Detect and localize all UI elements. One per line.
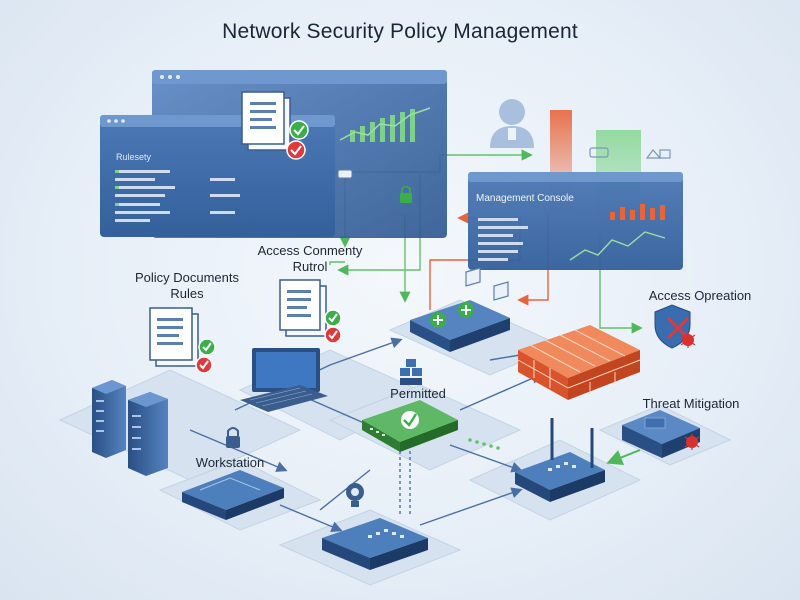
diagram-title: Network Security Policy Management xyxy=(222,20,578,43)
deny-icon xyxy=(286,140,306,160)
document-icon xyxy=(241,91,291,151)
link-blue-3 xyxy=(459,373,543,411)
access-control-line2: Rutrol xyxy=(292,259,328,274)
link-blue-4 xyxy=(449,444,523,473)
core-router xyxy=(410,300,510,352)
deny-icon xyxy=(324,326,342,344)
policy-documents-line2: Rules xyxy=(170,286,204,301)
camera-icon xyxy=(346,483,364,507)
link-blue-6 xyxy=(279,504,343,532)
access-control-line1: Access Conmenty xyxy=(257,243,363,258)
server-icon xyxy=(92,380,168,476)
ruleset-rows xyxy=(115,170,240,222)
threat-mitigation-label: Threat Mitigation xyxy=(642,396,740,411)
access-control-label: Access Conmenty Rutrol xyxy=(240,243,380,275)
link-blue-7 xyxy=(319,469,371,511)
firewall-icon xyxy=(517,325,641,400)
permitted-label: Permitted xyxy=(390,386,446,401)
permitted-switch xyxy=(362,400,458,452)
monitor-icon xyxy=(240,348,328,412)
router-icon xyxy=(322,518,428,570)
deny-icon xyxy=(195,356,213,374)
link-green-7 xyxy=(606,449,641,465)
link-green-3 xyxy=(329,261,345,265)
link-blue-8 xyxy=(419,487,523,526)
router-mini-icon xyxy=(337,169,353,179)
server-mini-icons xyxy=(465,267,509,301)
management-console-panel xyxy=(468,172,683,270)
bug-icon xyxy=(680,332,696,348)
management-console-title: Management Console xyxy=(476,193,574,204)
user-icon xyxy=(490,99,534,148)
rulesets-panel-title: Rulesety xyxy=(116,152,152,162)
check-icon xyxy=(289,120,309,140)
check-icon xyxy=(324,309,342,327)
shield-icon xyxy=(654,304,691,349)
document-icon xyxy=(149,307,199,367)
check-icon xyxy=(198,338,216,356)
router-icon xyxy=(515,418,605,502)
link-blue-5 xyxy=(189,429,288,472)
cube-stack-icon xyxy=(400,359,422,385)
policy-documents-line1: Policy Documents xyxy=(134,270,240,285)
packet-trails xyxy=(468,438,500,450)
lock-icon xyxy=(226,427,240,448)
bug-icon xyxy=(684,434,700,450)
switch-icon xyxy=(182,470,284,520)
document-icon xyxy=(279,279,327,337)
link-blue-9 xyxy=(489,354,521,361)
workstation-label: Workstation xyxy=(195,455,265,470)
lock-icon xyxy=(400,185,412,203)
threat-mitigation-device xyxy=(622,410,700,458)
policy-documents-label: Policy Documents Rules xyxy=(112,270,262,302)
mini-device-icons xyxy=(589,147,671,159)
access-operation-label: Access Opreation xyxy=(648,288,752,303)
